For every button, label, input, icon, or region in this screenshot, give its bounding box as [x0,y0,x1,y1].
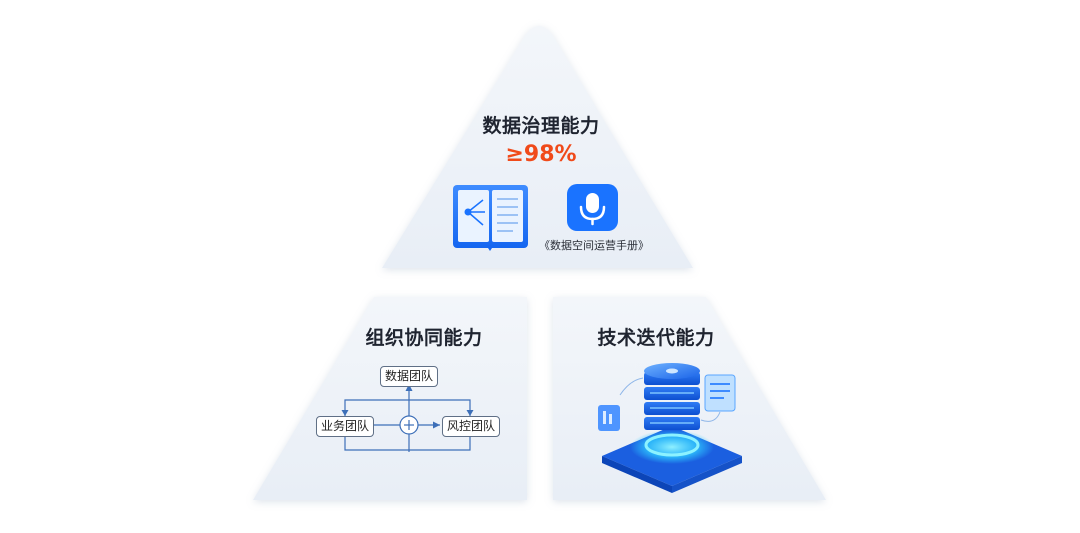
server-stack-icon [598,363,742,493]
top-title: 数据治理能力 [482,115,600,137]
open-book-icon [453,185,528,251]
node-business-team: 业务团队 [315,416,375,437]
right-title: 技术迭代能力 [597,327,715,349]
left-title: 组织协同能力 [365,327,483,349]
node-data-team: 数据团队 [379,366,439,387]
org-flow-arrows [341,384,474,429]
microphone-app-icon [567,184,618,231]
node-risk-team: 风控团队 [441,416,501,437]
manual-caption: 《数据空间运营手册》 [539,239,649,252]
top-metric: ≥98% [505,142,577,167]
left-triangle-panel [253,297,527,500]
